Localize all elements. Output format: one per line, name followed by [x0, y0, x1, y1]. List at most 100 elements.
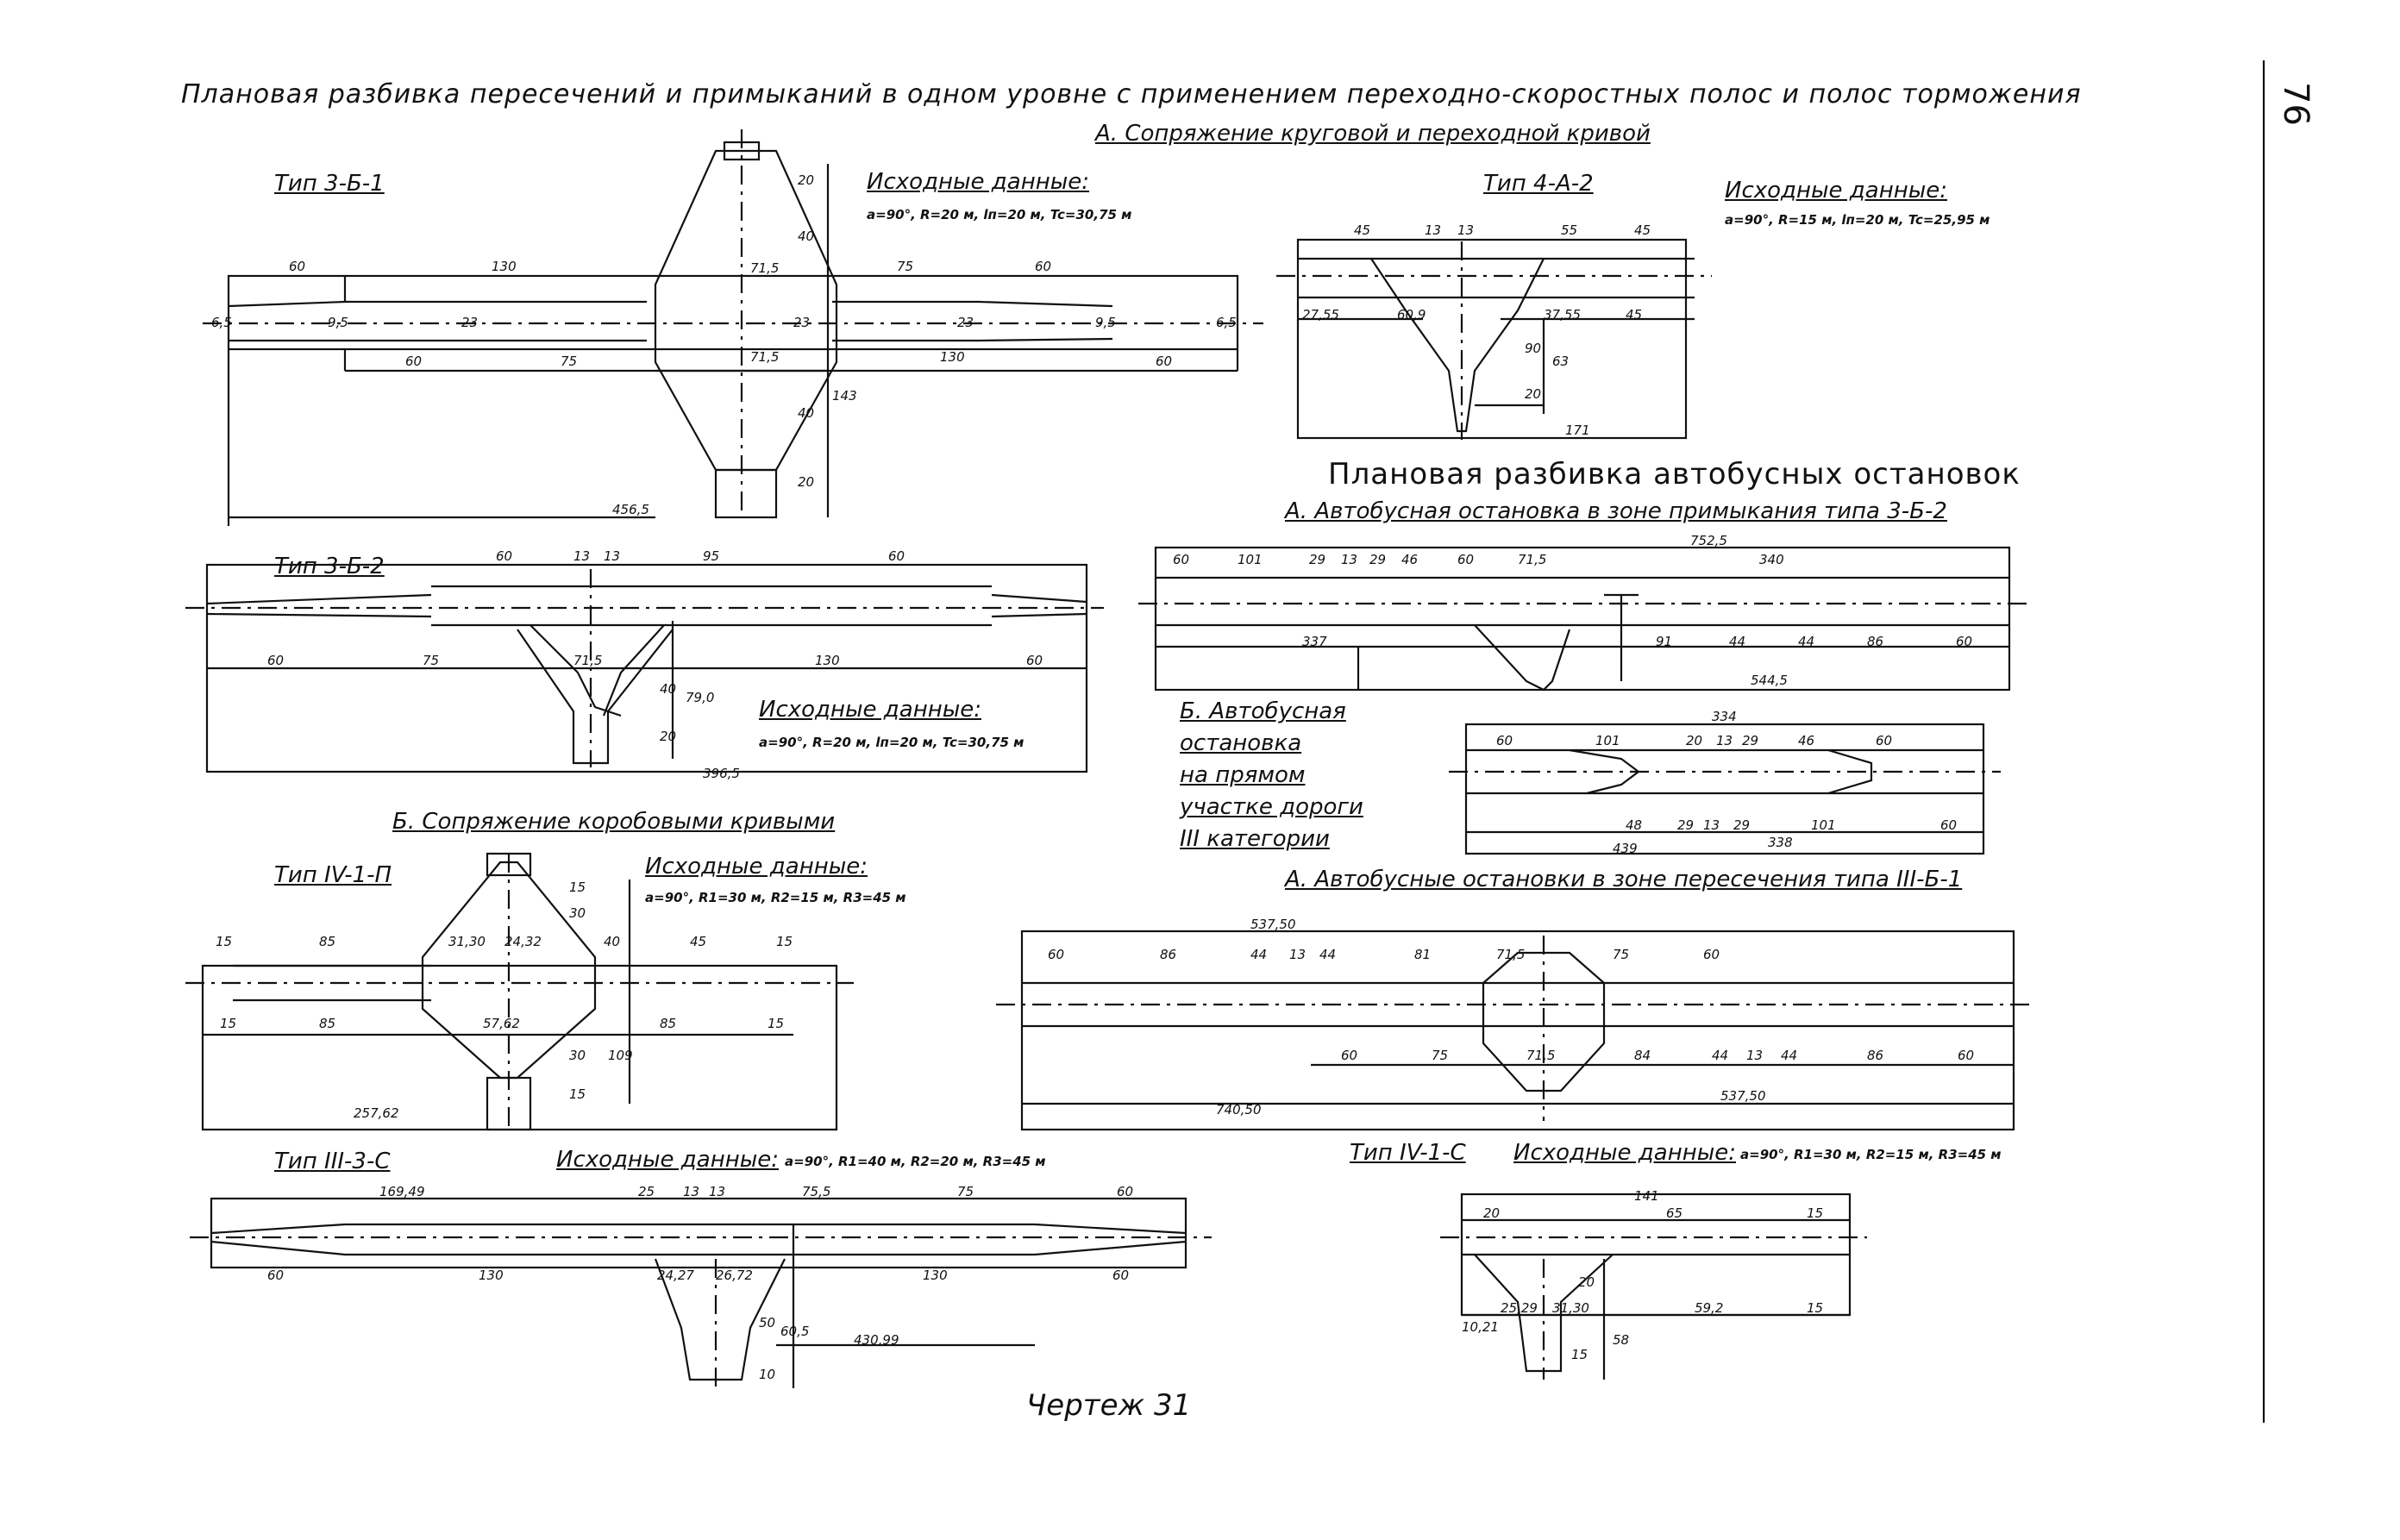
dim-label: 101 [1595, 733, 1620, 748]
section-a-title: А. Сопряжение круговой и переходной крив… [1095, 121, 1651, 147]
dim-label: 29 [1733, 817, 1751, 833]
dim-label: 25,29 [1501, 1300, 1538, 1316]
dim-label: 45 [1626, 307, 1643, 322]
dim-label: 60 [267, 653, 285, 668]
type-III-3-S-src-label: Исходные данные: [556, 1147, 779, 1173]
dim-label: 60 [1112, 1268, 1130, 1283]
dim-label: 81 [1414, 947, 1432, 962]
dim-label: 37,55 [1544, 307, 1581, 322]
dim-label: 71,5 [1526, 1048, 1556, 1063]
dim-label: 143 [832, 388, 857, 404]
dim-label: 71,5 [573, 653, 603, 668]
dim-label: 13 [1746, 1048, 1764, 1063]
scheme-III-3-S [190, 1197, 1212, 1388]
dim-label: 13 [604, 548, 621, 564]
dim-label: 6,5 [211, 315, 232, 330]
dim-label: 337 [1302, 634, 1327, 649]
type-3-B-2-src: a=90°, R=20 м, lп=20 м, Tc=30,75 м [759, 735, 1025, 750]
dim-label: 86 [1867, 1048, 1884, 1063]
dim-label: 60 [1876, 733, 1893, 748]
dim-label: 60 [1026, 653, 1043, 668]
dim-label: 20 [1525, 386, 1542, 402]
dim-label: 23 [793, 315, 811, 330]
type-3-B-1-label: Тип 3-Б-1 [274, 171, 385, 197]
dim-label: 40 [604, 934, 621, 949]
dim-label: 46 [1798, 733, 1815, 748]
bus-stop-b-title-line4: участке дороги [1180, 794, 1363, 820]
bus-stop-b-title-line2: остановка [1180, 730, 1302, 756]
scheme-IV-1-S [1440, 1193, 1867, 1380]
dim-label: 95 [703, 548, 720, 564]
dim-label: 13 [1341, 552, 1358, 567]
dim-label: 40 [798, 405, 815, 421]
dim-label: 20 [1483, 1205, 1501, 1221]
dim-label: 340 [1759, 552, 1784, 567]
dim-label: 338 [1768, 835, 1793, 850]
dim-label: 86 [1867, 634, 1884, 649]
dim-label: 29 [1677, 817, 1695, 833]
dim-label: 20 [1578, 1274, 1595, 1290]
type-3-B-1-src-label: Исходные данные: [867, 169, 1089, 195]
dim-label: 456,5 [612, 502, 649, 517]
dim-label: 257,62 [354, 1105, 399, 1121]
dim-label: 141 [1634, 1188, 1659, 1204]
dim-label: 40 [798, 228, 815, 244]
dim-label: 60 [1958, 1048, 1975, 1063]
dim-label: 44 [1798, 634, 1815, 649]
type-III-3-S-label: Тип III-3-С [274, 1149, 391, 1174]
dim-label: 45 [1634, 222, 1651, 238]
scheme-4-A-2 [1276, 238, 1712, 440]
page-number: 76 [2276, 82, 2315, 126]
dim-label: 740,50 [1216, 1102, 1262, 1117]
dim-label: 65 [1666, 1205, 1683, 1221]
dim-label: 31,30 [1552, 1300, 1589, 1316]
dim-label: 48 [1626, 817, 1643, 833]
dim-label: 60,9 [1397, 307, 1426, 322]
dim-label: 44 [1781, 1048, 1798, 1063]
dim-label: 75 [957, 1184, 974, 1199]
main-title: Плановая разбивка пересечений и примыкан… [181, 79, 2082, 110]
dim-label: 91 [1656, 634, 1673, 649]
dim-label: 60 [1940, 817, 1958, 833]
dim-label: 30 [569, 1048, 586, 1063]
bus-stop-c [996, 930, 2031, 1131]
dim-label: 75 [423, 653, 440, 668]
type-4-A-2-src-label: Исходные данные: [1725, 178, 1947, 203]
dim-label: 75 [897, 259, 914, 274]
dim-label: 45 [1354, 222, 1371, 238]
drawing-number: Чертеж 31 [1026, 1388, 1192, 1423]
dim-label: 60 [1341, 1048, 1358, 1063]
dim-label: 130 [479, 1268, 504, 1283]
scheme-3-B-1 [203, 129, 1263, 526]
dim-label: 13 [1289, 947, 1307, 962]
type-IV-1-S-label: Тип IV-1-С [1350, 1140, 1466, 1166]
dim-label: 109 [608, 1048, 633, 1063]
bus-stop-b [1449, 723, 2001, 855]
dim-label: 60 [1048, 947, 1065, 962]
dim-label: 60 [1173, 552, 1190, 567]
dim-label: 15 [569, 880, 586, 895]
dim-label: 71,5 [750, 260, 780, 276]
type-4-A-2-label: Тип 4-А-2 [1483, 171, 1594, 197]
dim-label: 171 [1565, 423, 1590, 438]
dim-label: 13 [1716, 733, 1733, 748]
dim-label: 60,5 [780, 1324, 810, 1339]
dim-label: 25 [638, 1184, 655, 1199]
dim-label: 130 [815, 653, 840, 668]
dim-label: 13 [1457, 222, 1475, 238]
dim-label: 60 [1496, 733, 1513, 748]
dim-label: 71,5 [750, 349, 780, 365]
dim-label: 44 [1250, 947, 1268, 962]
dim-label: 537,50 [1720, 1088, 1766, 1104]
dim-label: 20 [798, 474, 815, 490]
dim-label: 46 [1401, 552, 1419, 567]
dim-label: 29 [1309, 552, 1326, 567]
dim-label: 29 [1742, 733, 1759, 748]
dim-label: 60 [289, 259, 306, 274]
dim-label: 15 [569, 1086, 586, 1102]
dim-label: 9,5 [328, 315, 348, 330]
scheme-3-B-2 [185, 563, 1104, 773]
dim-label: 60 [1156, 354, 1173, 369]
